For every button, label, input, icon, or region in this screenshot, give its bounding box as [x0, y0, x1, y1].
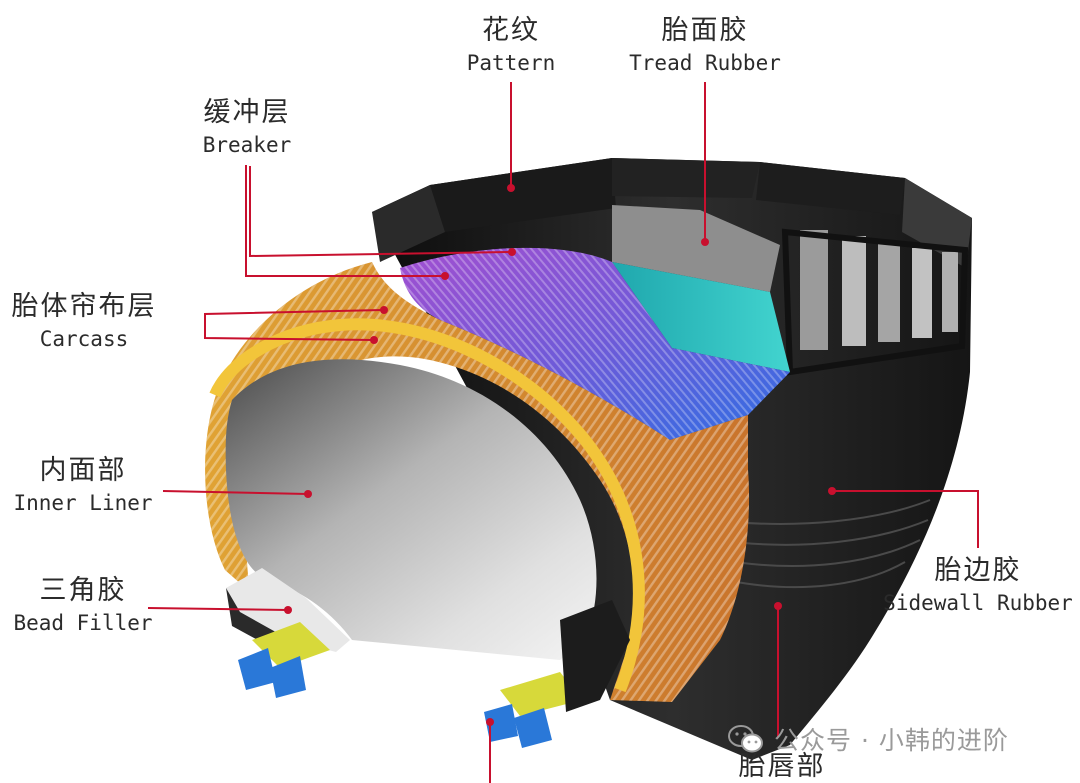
label-sidewall-rubber-en: Sidewall Rubber	[883, 590, 1073, 615]
label-tread-rubber-zh: 胎面胶	[661, 15, 749, 46]
watermark-text: 公众号 · 小韩的进阶	[774, 726, 1009, 755]
label-carcass: 胎体帘布层 Carcass	[4, 292, 164, 351]
label-breaker-en: Breaker	[202, 132, 292, 157]
inner-liner-surface	[225, 359, 597, 660]
leader-dots	[284, 184, 836, 726]
label-breaker-zh: 缓冲层	[203, 97, 291, 128]
carcass-edge	[209, 318, 645, 693]
label-bead-filler: 三角胶 Bead Filler	[4, 576, 162, 635]
wechat-icon	[728, 725, 763, 753]
label-carcass-zh: 胎体帘布层	[11, 291, 157, 322]
label-bead-zh: 胎唇部	[738, 751, 826, 782]
tread-rubber-layer	[612, 262, 790, 372]
label-carcass-en: Carcass	[39, 326, 129, 351]
label-inner-liner-zh: 内面部	[39, 455, 127, 486]
label-sidewall-rubber-zh: 胎边胶	[934, 555, 1022, 586]
bead-wires-left	[238, 622, 330, 698]
leader-lines	[147, 82, 979, 783]
label-sidewall-rubber: 胎边胶 Sidewall Rubber	[880, 556, 1076, 615]
bead-wires-right	[484, 600, 630, 748]
label-breaker: 缓冲层 Breaker	[182, 98, 312, 157]
label-bead: 胎唇部	[722, 752, 842, 782]
label-inner-liner: 内面部 Inner Liner	[4, 456, 162, 515]
label-pattern: 花纹 Pattern	[440, 16, 582, 75]
label-inner-liner-en: Inner Liner	[13, 490, 153, 515]
belt-cord-texture	[400, 247, 790, 440]
label-bead-filler-zh: 三角胶	[39, 575, 127, 606]
label-pattern-zh: 花纹	[482, 15, 540, 46]
label-tread-rubber-en: Tread Rubber	[629, 50, 781, 75]
tread-pattern-blocks	[372, 158, 972, 376]
sidewall-grooves	[711, 499, 931, 589]
label-tread-rubber: 胎面胶 Tread Rubber	[612, 16, 798, 75]
label-bead-filler-en: Bead Filler	[13, 610, 153, 635]
label-pattern-en: Pattern	[466, 50, 556, 75]
watermark: 公众号 · 小韩的进阶	[728, 722, 1009, 756]
